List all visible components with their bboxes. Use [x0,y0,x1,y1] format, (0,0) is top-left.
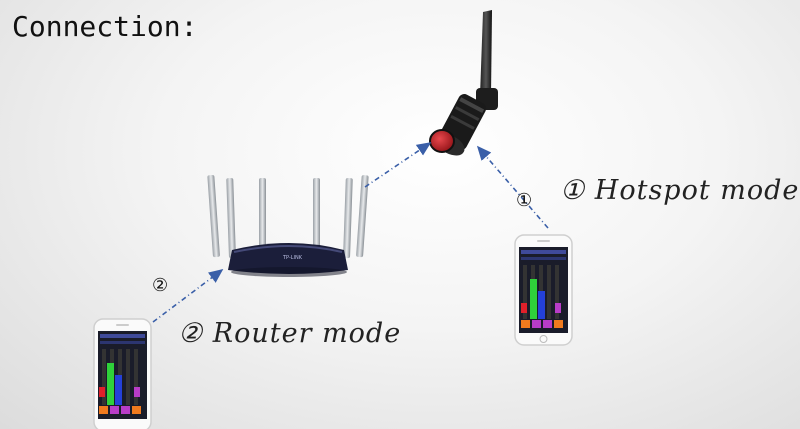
hotspot-arrow-marker: ① [516,190,533,211]
phone-to-router-arrow [152,269,224,323]
router-mode-label: ② Router mode [178,318,402,349]
connection-arrows [152,142,549,323]
wifi-router-icon: TP-LINK [207,175,369,277]
router-to-transmitter-arrow [364,142,432,188]
hotspot-mode-label: ① Hotspot mode [560,175,800,206]
router-brand-label: TP-LINK [282,255,303,261]
phone-to-transmitter-arrow [476,145,549,229]
smartphone-hotspot-icon [514,234,573,346]
smartphone-router-icon [93,318,152,429]
diagram-title: Connection: [12,10,198,43]
wireless-transmitter-icon [429,10,498,156]
router-arrow-marker: ② [152,275,169,296]
